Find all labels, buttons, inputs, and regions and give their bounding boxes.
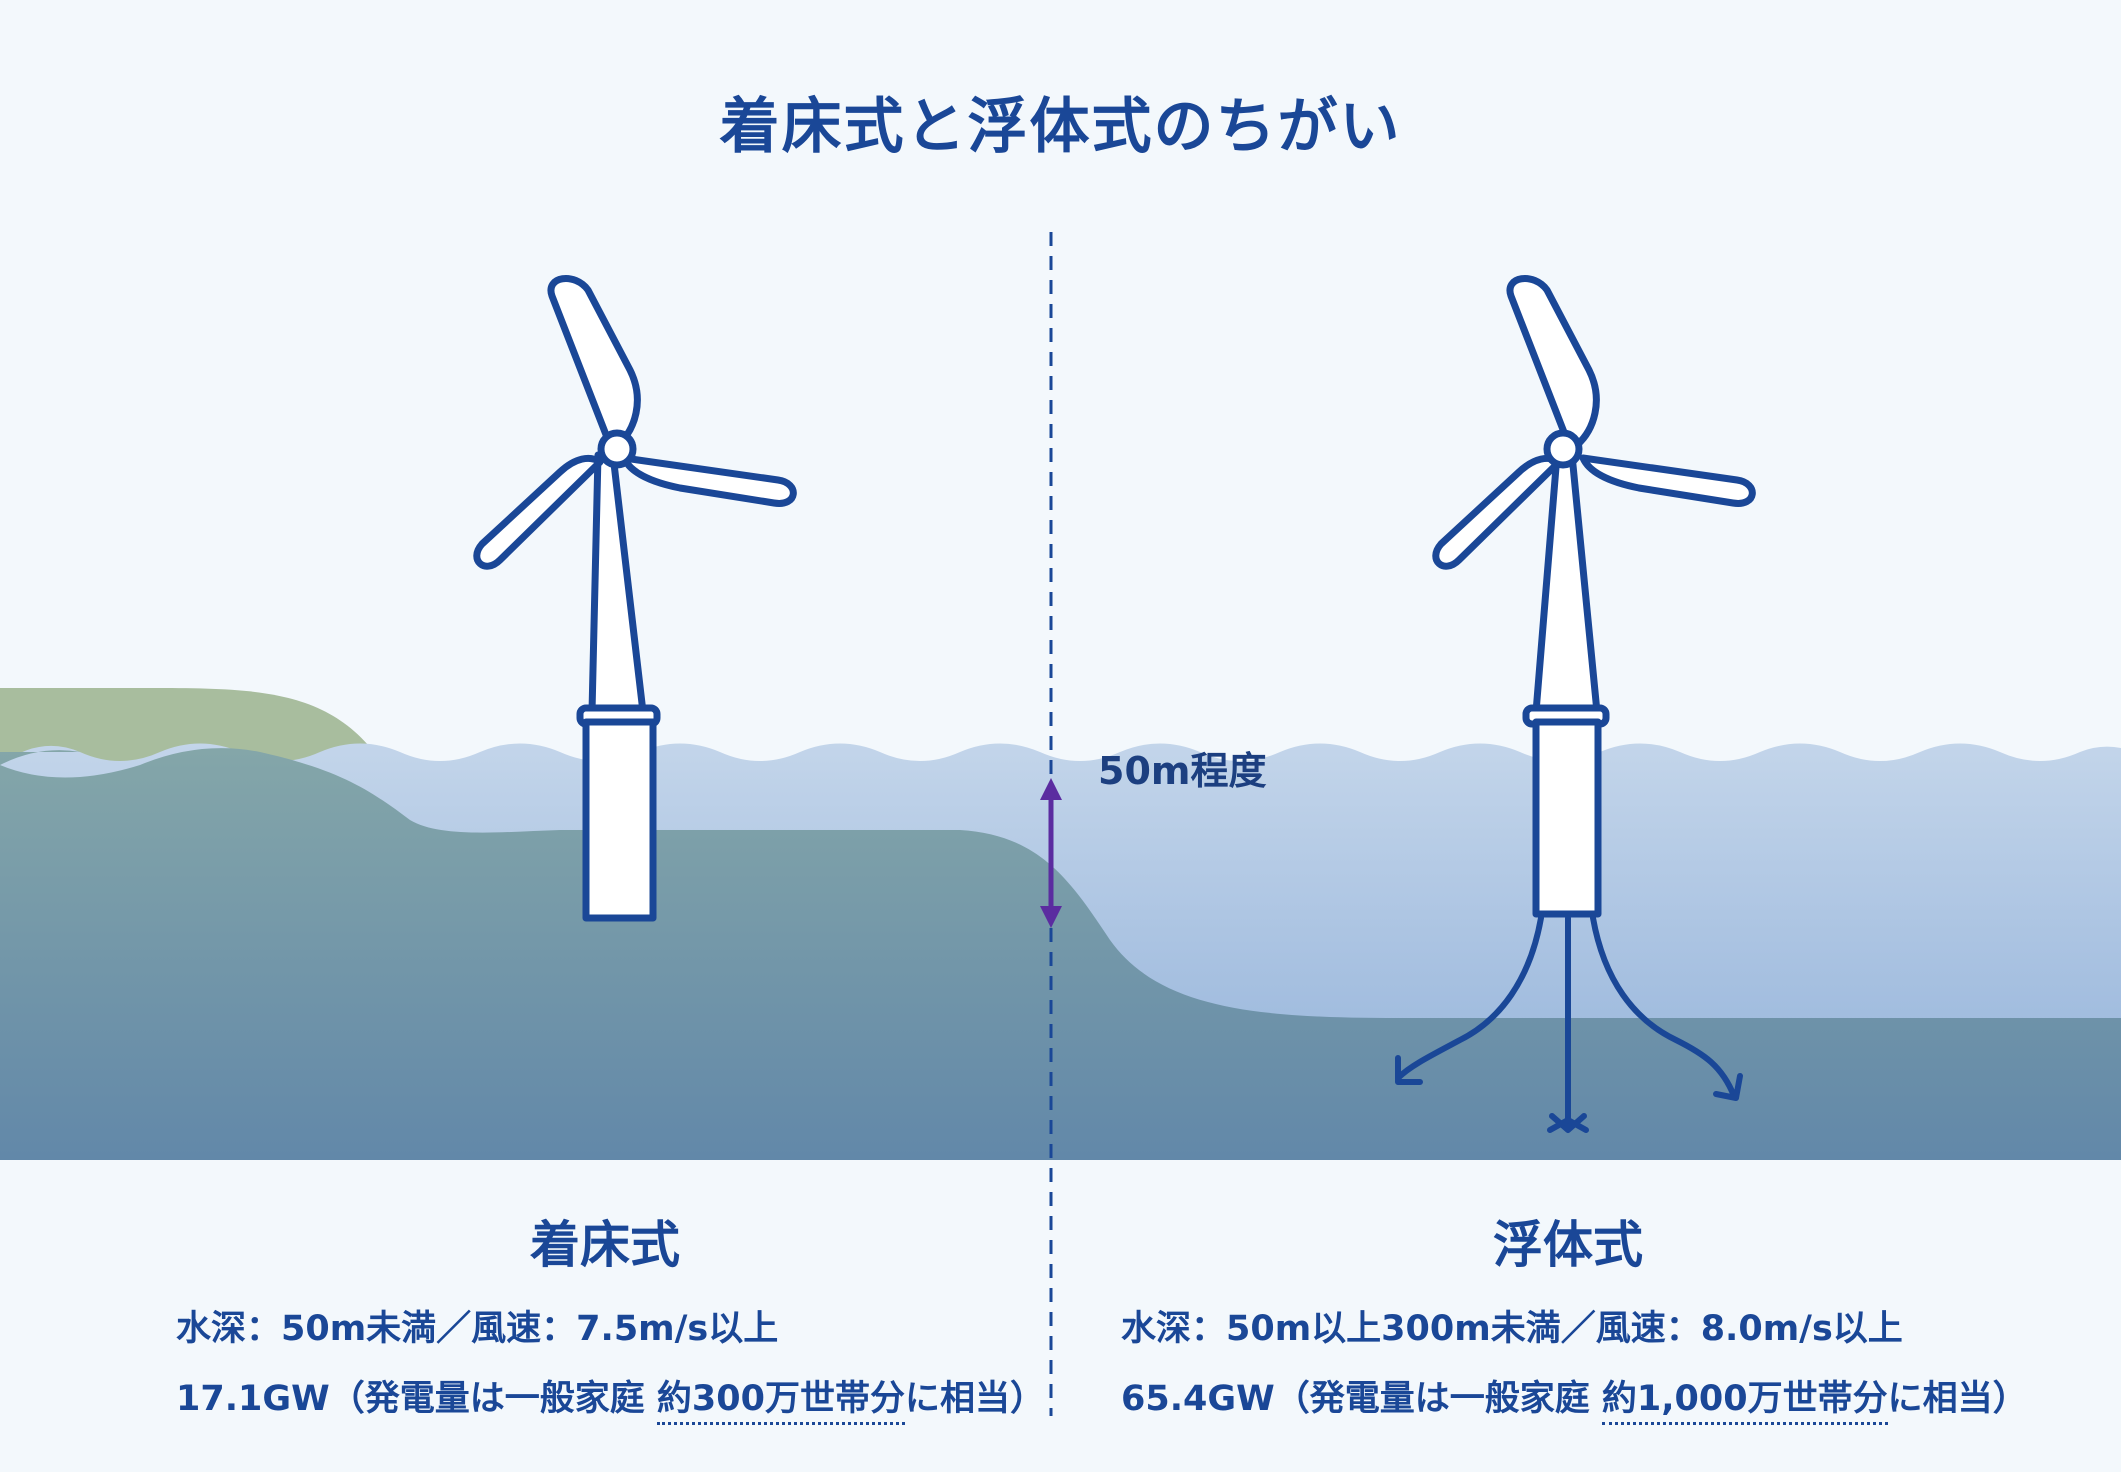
capacity-value: 17.1GW (176, 1379, 330, 1419)
spec-floating: 水深：50m以上300m未満／風速：8.0m/s以上 (1121, 1309, 1903, 1349)
page-title: 着床式と浮体式のちがい (719, 92, 1402, 162)
depth-arrow (1040, 778, 1062, 928)
seabed (0, 748, 2121, 1160)
capacity-value: 65.4GW (1121, 1379, 1275, 1419)
note-suffix: に相当） (1887, 1379, 2028, 1419)
wind-turbine-icon (473, 275, 797, 922)
spec-fixed-bottom: 水深：50m未満／風速：7.5m/s以上 (176, 1309, 779, 1349)
heading-fixed-bottom: 着床式 (530, 1216, 680, 1274)
mooring-anchor-icon (1395, 915, 1743, 1133)
note-prefix: （発電量は一般家庭 (329, 1379, 645, 1419)
note-suffix: に相当） (904, 1379, 1045, 1419)
heading-floating: 浮体式 (1493, 1216, 1643, 1274)
note-prefix: （発電量は一般家庭 (1274, 1379, 1590, 1419)
wind-turbine-icon (1432, 275, 1756, 918)
note-fixed-bottom: 17.1GW（発電量は一般家庭 約300万世帯分に相当） (176, 1370, 1045, 1425)
household-equivalent: 約1,000万世帯分 (1601, 1379, 1888, 1425)
depth-label: 50m程度 (1098, 749, 1267, 793)
note-floating: 65.4GW（発電量は一般家庭 約1,000万世帯分に相当） (1121, 1370, 2028, 1425)
household-equivalent: 約300万世帯分 (656, 1379, 905, 1425)
